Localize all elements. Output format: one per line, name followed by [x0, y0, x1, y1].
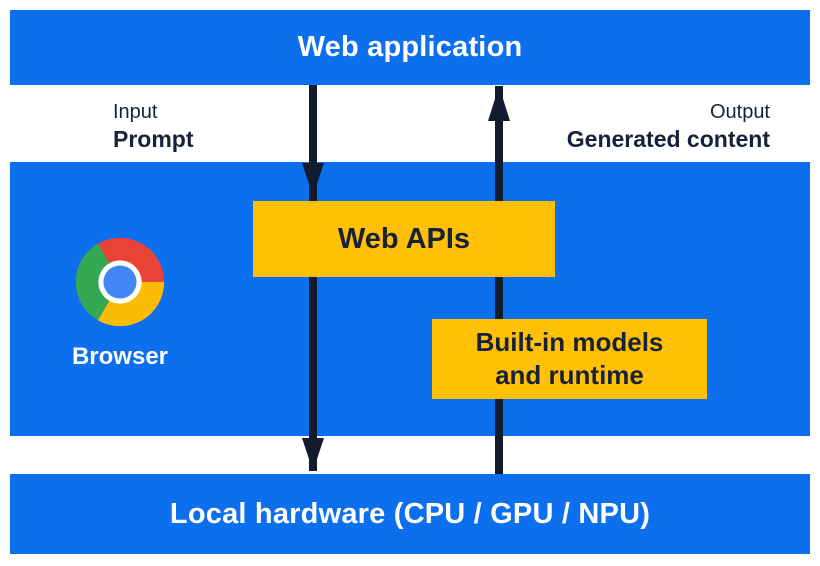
web-application-label: Web application — [297, 31, 523, 63]
local-hardware-bar: Local hardware (CPU / GPU / NPU) — [10, 474, 810, 554]
web-application-bar: Web application — [10, 10, 810, 85]
chrome-logo-icon — [75, 237, 165, 327]
built-in-models-line1: Built-in models — [475, 327, 664, 357]
browser-label: Browser — [71, 343, 169, 370]
web-apis-box: Web APIs — [253, 201, 555, 277]
browser-group: Browser — [44, 236, 196, 371]
output-title: Output — [709, 101, 770, 123]
generated-content-up-arrow — [488, 86, 510, 474]
input-value: Prompt — [113, 126, 194, 152]
input-label-group: Input Prompt — [113, 100, 194, 154]
output-label-group: Output Generated content — [567, 100, 770, 154]
web-apis-label: Web APIs — [337, 222, 471, 255]
built-in-models-box: Built-in models and runtime — [432, 319, 707, 399]
input-title: Input — [113, 101, 158, 123]
local-hardware-label: Local hardware (CPU / GPU / NPU) — [169, 497, 651, 530]
built-in-models-line2: and runtime — [495, 360, 644, 390]
output-value: Generated content — [566, 126, 770, 152]
prompt-down-arrow — [302, 85, 324, 471]
